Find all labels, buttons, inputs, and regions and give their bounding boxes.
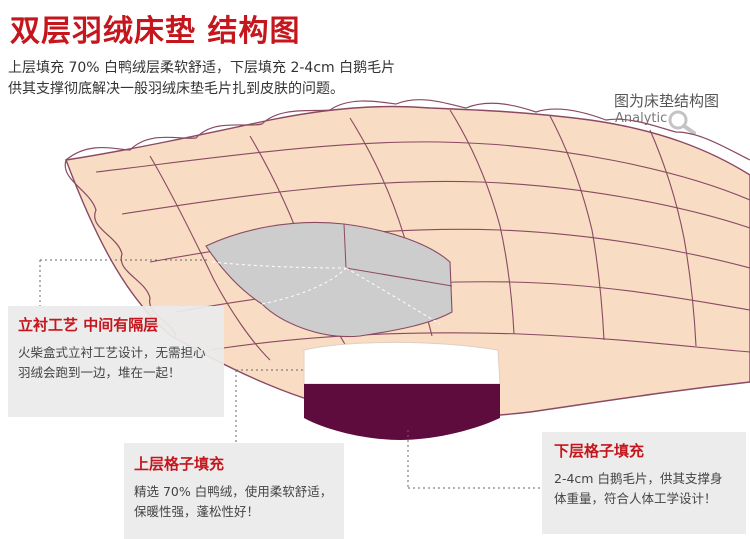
callout-middle-text: 精选 70% 白鸭绒，使用柔软舒适，保暖性强，蓬松性好！ xyxy=(134,484,333,519)
callout-right-text: 2-4cm 白鹅毛片，供其支撑身体重量，符合人体工学设计！ xyxy=(554,471,723,506)
callout-middle-title: 上层格子填充 xyxy=(134,455,225,473)
leader-lines xyxy=(39,259,542,489)
callout-middle: 上层格子填充 精选 70% 白鸭绒，使用柔软舒适，保暖性强，蓬松性好！ xyxy=(124,443,344,539)
section-lower-layer xyxy=(304,384,500,440)
diagram-caption: 图为床垫结构图 xyxy=(614,92,720,110)
callout-left: 立衬工艺 中间有隔层 火柴盒式立衬工艺设计，无需担心羽绒会跑到一边，堆在一起！ xyxy=(8,306,224,417)
page-title: 双层羽绒床垫 结构图 xyxy=(10,14,301,49)
callout-left-text: 火柴盒式立衬工艺设计，无需担心羽绒会跑到一边，堆在一起！ xyxy=(18,345,206,380)
callout-left-title: 立衬工艺 中间有隔层 xyxy=(18,316,159,334)
cutaway-upper-layer xyxy=(205,221,453,338)
callout-right: 下层格子填充 2-4cm 白鹅毛片，供其支撑身体重量，符合人体工学设计！ xyxy=(542,432,746,534)
callout-right-title: 下层格子填充 xyxy=(554,442,645,460)
diagram-caption-sub: Analytic xyxy=(615,111,668,126)
magnifier-icon xyxy=(668,110,696,135)
intro-text: 上层填充 70% 白鸭绒层柔软舒适，下层填充 2-4cm 白鹅毛片供其支撑彻底解… xyxy=(8,60,396,97)
mattress-back-edge xyxy=(65,99,750,161)
section-upper-white xyxy=(303,341,501,385)
